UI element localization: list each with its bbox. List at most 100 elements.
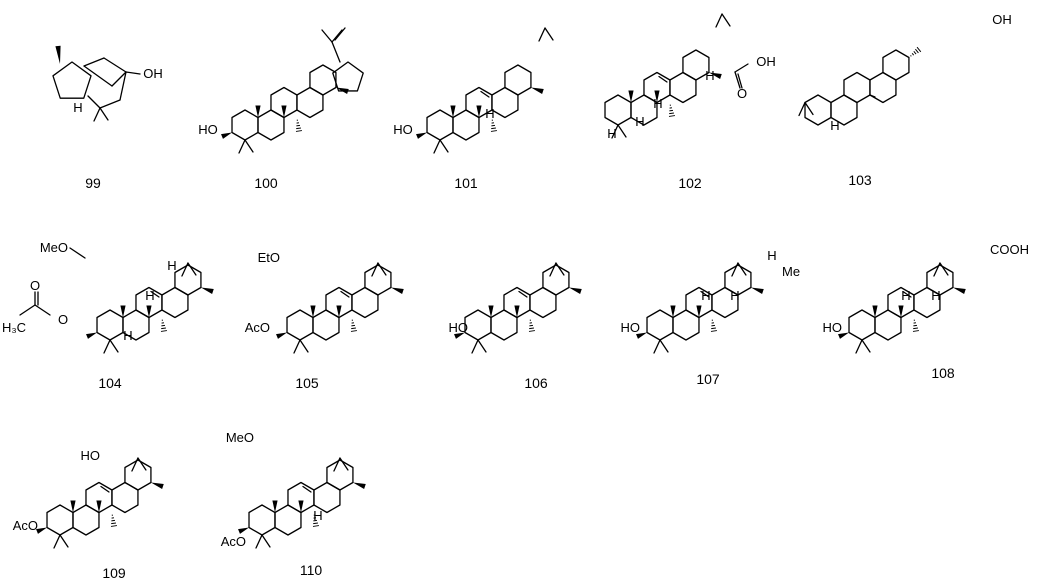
compound-number: 103	[848, 172, 872, 188]
atom-label: H	[901, 288, 910, 303]
ring-E-cyclopentane	[332, 61, 364, 92]
ring-E	[542, 264, 570, 296]
methyl-bond	[715, 13, 723, 28]
atom-label: H	[635, 114, 644, 129]
atom-label: H	[145, 288, 154, 303]
bond	[331, 41, 341, 63]
wedge-bond	[200, 287, 214, 294]
atom-label: AcO	[245, 320, 270, 335]
methyl-bond	[299, 339, 309, 353]
methyl-bond	[804, 101, 814, 116]
wedge-bond	[750, 287, 764, 294]
compound-number: 105	[295, 375, 319, 391]
atom-label: H	[73, 100, 82, 115]
ring-A	[426, 109, 454, 141]
atom-label: H	[701, 288, 710, 303]
wedge-bond	[636, 332, 648, 339]
methyl-bond	[939, 262, 949, 276]
atom-label: Me	[782, 264, 800, 279]
ring-cyclopentane	[52, 61, 92, 99]
double-bond	[902, 290, 912, 298]
bond	[87, 95, 101, 109]
double-bond	[658, 75, 668, 83]
ring-E	[364, 264, 392, 296]
methyl-bond	[471, 339, 479, 354]
methyl-bond	[617, 124, 627, 138]
wedge-bond	[120, 305, 126, 318]
ring-E	[926, 264, 954, 296]
ring-A	[96, 309, 124, 341]
ring-2	[843, 71, 871, 104]
double-bond	[340, 290, 350, 298]
methyl-bond	[261, 534, 271, 548]
ring-0	[804, 94, 832, 126]
methyl-bond	[59, 534, 69, 548]
ring-E	[504, 64, 532, 96]
wedge-bond	[670, 305, 676, 318]
compound-number: 99	[85, 175, 101, 191]
atom-label: H	[931, 288, 940, 303]
methyl-bond	[798, 101, 806, 117]
hashed-bond	[350, 319, 358, 332]
double-bond	[334, 27, 346, 41]
atom-label: COOH	[990, 242, 1029, 257]
bond	[19, 304, 36, 316]
methyl-bond	[131, 457, 139, 472]
hashed-bond	[295, 119, 303, 132]
ring-A	[646, 309, 674, 341]
wedge-bond	[952, 287, 966, 294]
atom-label: H	[607, 126, 616, 141]
hashed-bond	[910, 46, 922, 57]
atom-label: OH	[992, 12, 1012, 27]
wedge-bond	[568, 287, 582, 294]
bond	[103, 57, 127, 73]
wedge-bond	[454, 332, 466, 339]
atom-label: HO	[823, 320, 843, 335]
compound-number: 108	[931, 365, 955, 381]
methyl-bond	[339, 457, 349, 471]
ring-A	[848, 309, 876, 341]
wedge-bond	[514, 305, 520, 318]
wedge-bond	[488, 305, 494, 318]
atom-label: AcO	[13, 518, 38, 533]
double-bond	[480, 90, 490, 98]
methyl-bond	[371, 262, 379, 277]
atom-label: H	[730, 288, 739, 303]
atom-label: HO	[449, 320, 469, 335]
compound-number: 106	[524, 375, 548, 391]
bond	[331, 29, 343, 43]
ring-A	[286, 309, 314, 341]
atom-label: O	[30, 278, 40, 293]
methyl-bond	[93, 107, 101, 122]
atom-label: AcO	[221, 534, 246, 549]
hashed-bond	[160, 319, 168, 332]
double-bond	[302, 485, 312, 493]
methyl-bond	[439, 139, 449, 153]
methyl-bond	[103, 339, 111, 354]
bond	[83, 65, 113, 87]
wedge-bond	[352, 482, 366, 489]
atom-label: O	[58, 312, 68, 327]
ring-A	[604, 94, 632, 126]
methyl-bond	[611, 124, 619, 139]
ring-E	[326, 459, 354, 491]
bond	[111, 71, 127, 87]
ring-A	[464, 309, 492, 341]
compound-number: 110	[300, 562, 323, 578]
methyl-bond	[137, 457, 147, 471]
double-bond	[150, 290, 160, 298]
wedge-bond	[36, 527, 48, 534]
methyl-bond	[433, 139, 441, 154]
methyl-bond	[549, 262, 557, 277]
bond	[125, 71, 141, 75]
compound-number: 104	[98, 375, 122, 391]
wedge-bond	[310, 305, 316, 318]
methyl-bond	[238, 139, 246, 154]
ring-A	[231, 109, 259, 141]
compound-106: 106 HO	[449, 262, 582, 391]
methyl-bond	[659, 339, 669, 353]
atom-label: HO	[393, 122, 413, 137]
